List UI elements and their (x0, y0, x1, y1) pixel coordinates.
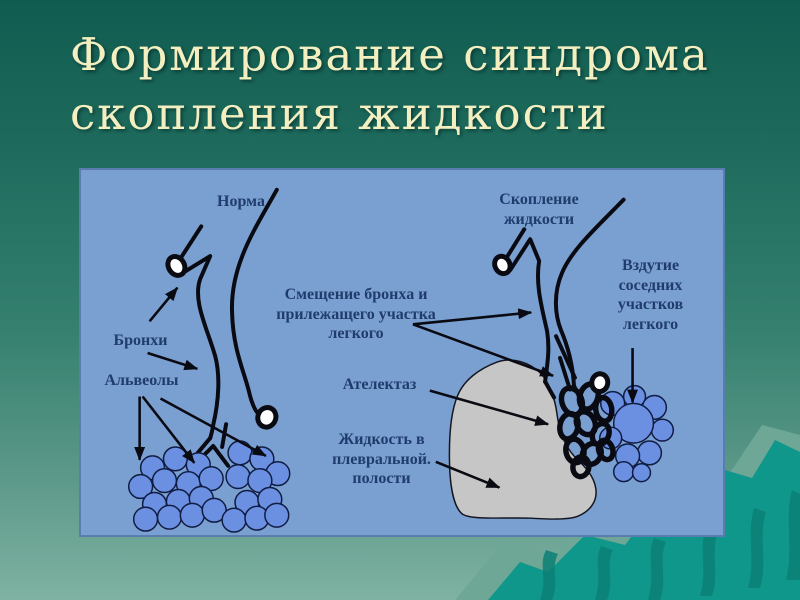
arrow-displacement-upper (412, 308, 533, 326)
arrow-bronchi-upper (148, 286, 179, 323)
arrow-alveoli-diagonal (141, 395, 196, 464)
arrow-pleural-fluid (435, 460, 501, 489)
slide-title-line-2: скопления жидкости (70, 86, 609, 140)
bronchial-tree-compressed (504, 197, 626, 403)
texture-dark-ridges (540, 490, 800, 600)
arrow-bronchi-lower (147, 351, 199, 371)
slide-title-line-1: Формирование синдрома (70, 28, 710, 81)
label-alveoli: Альвеолы (104, 372, 179, 389)
arrow-alveoli-far (159, 397, 267, 457)
bronchus-ring-fluid-lower (589, 371, 611, 395)
label-bronchi: Бронхи (113, 332, 168, 349)
label-bronchus-displacement: Смещение бронха и прилежащего участка ле… (276, 286, 436, 343)
bronchus-ring-fluid-upper (492, 253, 513, 277)
label-pleural-fluid: Жидкость в плевральной. полости (332, 431, 431, 488)
arrow-displacement-lower (412, 323, 554, 377)
arrow-atelectasis (429, 389, 550, 426)
bronchus-ring-normal-lower (255, 405, 279, 430)
pointer-arrows (134, 286, 639, 489)
bronchus-rings (165, 253, 611, 430)
diagram-panel: Норма Скопление жидкости Бронхи Альвеолы… (79, 168, 725, 537)
label-fluid-accumulation: Скопление жидкости (499, 191, 579, 228)
label-norm: Норма (217, 193, 265, 210)
label-atelectasis: Ателектаз (342, 376, 417, 393)
diagram-art (127, 187, 675, 533)
alveoli-cluster-normal-1 (127, 446, 227, 532)
label-adjacent-swelling: Вздутие соседних участков легкого (617, 257, 684, 333)
slide-title: Формирование синдрома скопления жидкости (70, 26, 750, 143)
distended-alveoli-cluster (599, 384, 675, 483)
bronchus-ring-normal-upper (165, 254, 188, 278)
alveoli-cluster-normal-2 (221, 440, 291, 533)
